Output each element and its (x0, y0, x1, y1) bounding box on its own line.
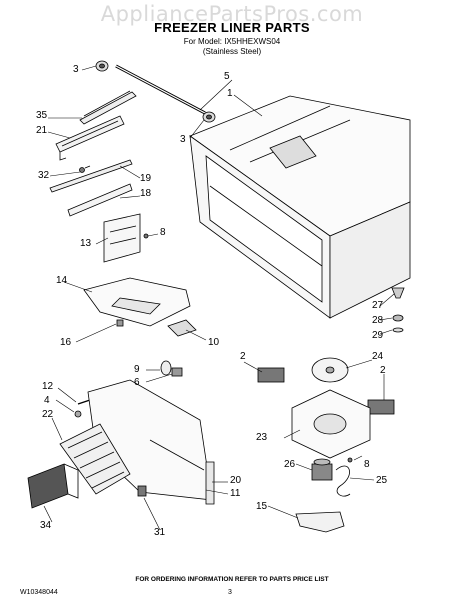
part-26-fan-motor[interactable] (311, 458, 333, 481)
part-12-screw[interactable] (77, 399, 91, 405)
part-35-slide-rail[interactable] (79, 90, 137, 125)
part-15-motor-bracket[interactable] (295, 511, 345, 533)
callout-15: 15 (256, 501, 268, 512)
part-5-rod[interactable] (115, 64, 206, 115)
part-22-grille[interactable] (59, 423, 131, 495)
callout-2-right: 2 (380, 365, 386, 376)
callout-24: 24 (372, 351, 384, 362)
page-title: FREEZER LINER PARTS (154, 20, 310, 35)
site-watermark: AppliancePartsPros.com (100, 2, 364, 26)
part-14-evaporator-cover[interactable] (83, 277, 191, 327)
callout-4: 4 (44, 395, 50, 406)
callout-21: 21 (36, 125, 48, 136)
part-32-screw[interactable] (79, 165, 91, 173)
callout-26: 26 (284, 459, 296, 470)
part-16-clip[interactable] (116, 319, 124, 327)
callout-10: 10 (208, 337, 220, 348)
document-number: W10348044 (20, 589, 58, 596)
ordering-note: FOR ORDERING INFORMATION REFER TO PARTS … (135, 576, 329, 583)
callout-31: 31 (154, 527, 166, 538)
part-25-wire-harness[interactable] (335, 465, 351, 497)
part-8-screw-upper[interactable] (143, 233, 149, 239)
callout-28: 28 (372, 315, 384, 326)
finish-line: (Stainless Steel) (202, 47, 262, 56)
callout-8-upper: 8 (160, 227, 166, 238)
part-27-damper-knob[interactable] (391, 287, 405, 299)
callout-3-right: 3 (180, 134, 186, 145)
part-9-light-bulb[interactable] (160, 360, 172, 376)
part-20-strip[interactable] (205, 461, 215, 505)
part-29-seal[interactable] (392, 327, 404, 333)
part-23-fan-shroud[interactable] (291, 389, 371, 459)
callout-1: 1 (227, 88, 233, 99)
callout-20: 20 (230, 475, 242, 486)
part-13-mounting-bracket[interactable] (103, 213, 141, 263)
page-number: 3 (228, 589, 232, 596)
callout-14: 14 (56, 275, 68, 286)
callout-18: 18 (140, 188, 152, 199)
part-4-grommet[interactable] (74, 410, 82, 418)
part-6-light-socket[interactable] (171, 367, 183, 377)
part-21-rail-bracket[interactable] (55, 115, 125, 161)
part-1-freezer-liner[interactable] (189, 95, 411, 319)
callout-25: 25 (376, 475, 388, 486)
callout-8-lower: 8 (364, 459, 370, 470)
callout-19: 19 (140, 173, 152, 184)
callout-34: 34 (40, 520, 52, 531)
part-2-foam-pad-left[interactable] (257, 367, 285, 383)
callout-27: 27 (372, 300, 384, 311)
callout-16: 16 (60, 337, 72, 348)
part-34-air-damper-block[interactable] (27, 463, 79, 509)
callout-2-left: 2 (240, 351, 246, 362)
part-3-end-cap-right[interactable] (202, 111, 216, 123)
callout-5: 5 (224, 71, 230, 82)
part-19-rail[interactable] (49, 159, 133, 193)
callout-3-left: 3 (73, 64, 79, 75)
callout-9: 9 (134, 364, 140, 375)
callout-12: 12 (42, 381, 54, 392)
callout-35: 35 (36, 110, 48, 121)
leader-lines (43, 65, 395, 531)
model-line: For Model: IX5HHEXWS04 (183, 37, 281, 46)
callout-13: 13 (80, 238, 92, 249)
part-10-foam-pad[interactable] (167, 319, 197, 337)
callout-32: 32 (38, 170, 50, 181)
callout-6: 6 (134, 377, 140, 388)
callout-29: 29 (372, 330, 384, 341)
part-2-foam-pad-right[interactable] (367, 399, 395, 415)
part-18-rail-cover[interactable] (67, 183, 133, 217)
part-3-end-cap-left[interactable] (95, 60, 109, 72)
callout-23: 23 (256, 432, 268, 443)
part-31-clip[interactable] (137, 485, 147, 497)
part-8-screw-lower[interactable] (347, 457, 353, 463)
part-24-fan-blade[interactable] (311, 357, 349, 383)
callout-22: 22 (42, 409, 54, 420)
callout-11: 11 (230, 488, 241, 499)
part-28-washer[interactable] (392, 314, 404, 322)
